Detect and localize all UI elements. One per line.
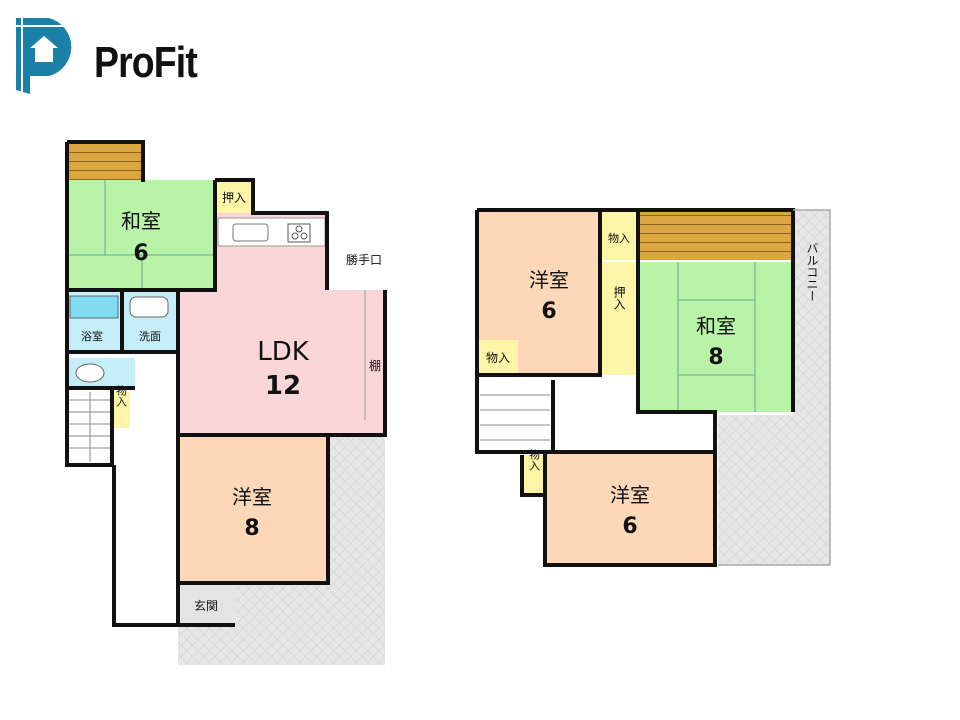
floor-1: 和室 6 押入 勝手口 LDK 12 棚 浴室 洗面 物入 洋室 8 玄関 [65,140,387,665]
label-monoire-1f: 物入 [115,384,128,407]
label-monoire-bottom: 物入 [528,448,541,471]
label-ldk: LDK [257,337,310,367]
room-youshitsu-6b [545,452,715,565]
closet-monoire-bottom [522,455,545,495]
genkan [178,585,235,625]
closet-monoire-top [600,212,638,260]
label-tana: 棚 [369,358,381,373]
veranda-1f [67,142,143,180]
label-washitsu-1f: 和室 [121,209,161,233]
closet-monoire-1f [112,392,130,428]
balcony [718,210,830,565]
room-ldk [178,290,385,435]
label-oshiire-1f: 押入 [222,191,246,205]
room-washitsu-8 [638,262,793,412]
label-washroom: 洗面 [139,330,161,343]
label-katteguchi: 勝手口 [346,252,382,267]
room-washitsu-6 [67,180,215,290]
stairs-icon-2f [480,394,550,441]
washbasin-icon [129,296,169,318]
sink-icon [232,223,269,242]
label-monoire-top: 物入 [608,231,630,245]
label-monoire-left: 物入 [486,351,510,365]
stairs-2f [477,380,553,452]
label-oshiire-2f: 押入 [612,286,626,310]
stairs-icon [69,392,110,462]
label-bath: 浴室 [81,329,103,343]
tatami-lines [677,262,756,412]
label-balcony: バルコニー [805,242,819,302]
size-youshitsu-2f-a: 6 [541,299,556,324]
logo-p-icon [16,18,74,94]
size-youshitsu-2f-b: 6 [622,514,637,539]
closet-monoire-left [477,340,518,375]
label-youshitsu-2f-b: 洋室 [610,483,650,507]
tatami-strip-2f [638,210,793,260]
floor-2: 洋室 6 物入 押入 和室 8 物入 物入 洋室 6 バルコニー [475,208,831,567]
size-youshitsu-1f: 8 [244,516,259,541]
label-youshitsu-1f: 洋室 [232,485,272,509]
size-washitsu-1f: 6 [133,241,148,266]
size-washitsu-2f: 8 [708,345,723,370]
label-genkan: 玄関 [194,598,218,613]
logo-text: ProFit [94,38,198,87]
size-ldk: 12 [265,371,301,401]
toilet-icon [75,363,105,383]
closet-oshiire-1f [215,180,253,213]
stove-icon [287,223,311,243]
closet-oshiire-2f [600,262,638,375]
profit-logo: ProFit [14,18,204,94]
bathtub-icon [69,295,119,319]
label-youshitsu-2f-a: 洋室 [529,268,569,292]
label-washitsu-2f: 和室 [696,314,736,338]
room-youshitsu-8 [178,435,328,583]
